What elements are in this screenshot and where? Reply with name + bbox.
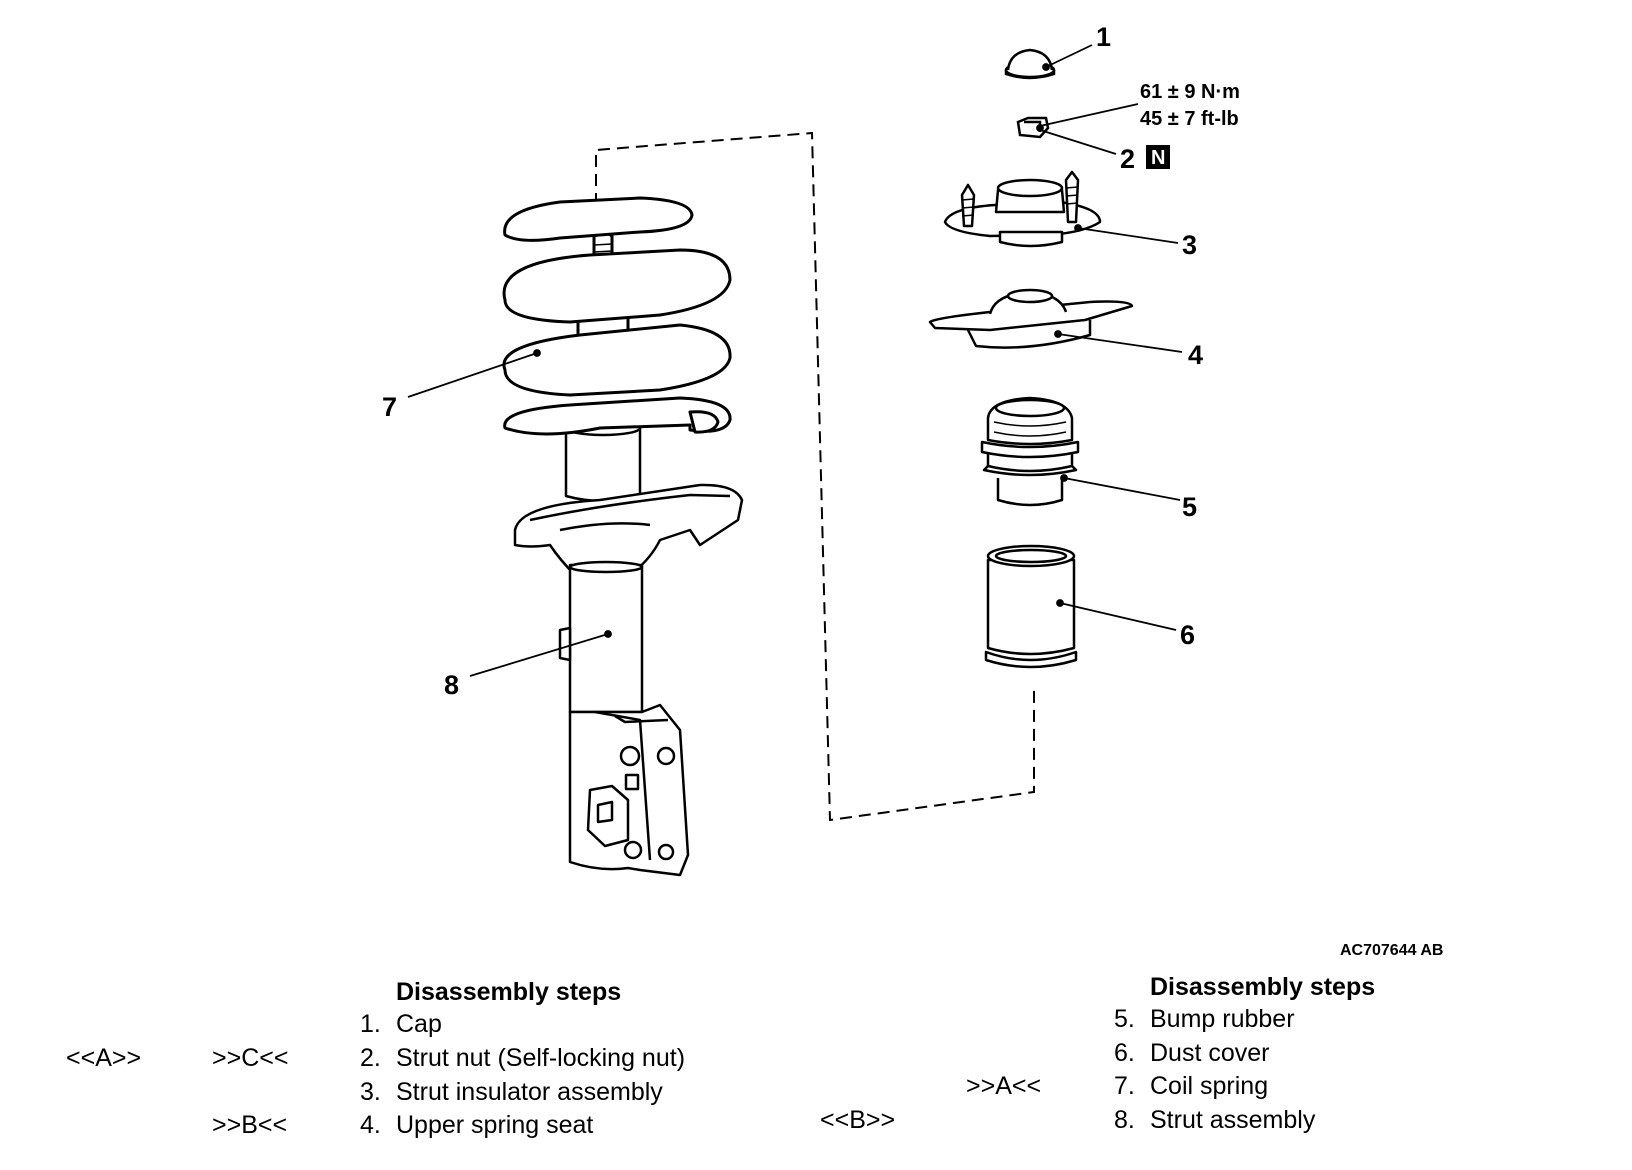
step-2-label: Strut nut (Self-locking nut) [396, 1044, 686, 1072]
step-8-ref-b: <<B>> [820, 1106, 896, 1134]
leader-lines [407, 44, 1183, 677]
step-7-label: Coil spring [1150, 1072, 1269, 1100]
step-4-ref-b: >>B<< [212, 1111, 288, 1139]
assembly-guide-path [595, 131, 1035, 822]
upper-spring-seat-part [928, 288, 1134, 349]
step-2-ref-a: <<A>> [66, 1044, 142, 1072]
callout-7: 7 [382, 392, 397, 422]
step-3-label: Strut insulator assembly [396, 1078, 663, 1106]
figure-id: AC707644 AB [1340, 942, 1443, 959]
callout-8: 8 [444, 670, 459, 700]
step-3-num: 3. [360, 1078, 381, 1106]
torque-imperial: 45 ± 7 ft-lb [1140, 108, 1239, 130]
step-6-label: Dust cover [1150, 1039, 1270, 1067]
coil-spring-part [502, 196, 732, 436]
step-2-ref-c: >>C<< [212, 1044, 289, 1072]
steps-left-title: Disassembly steps [396, 978, 622, 1006]
n-badge [1146, 145, 1170, 169]
steps-right-title: Disassembly steps [1150, 973, 1376, 1001]
cap-part [1004, 48, 1056, 80]
step-8-label: Strut assembly [1150, 1106, 1316, 1134]
strut-nut-part [1016, 116, 1050, 139]
bump-rubber-part [980, 396, 1080, 507]
dust-cover-part [984, 544, 1078, 669]
step-7-ref-a: >>A<< [966, 1072, 1042, 1100]
callout-2: 2 [1120, 144, 1135, 174]
step-6-num: 6. [1114, 1039, 1135, 1067]
callout-5: 5 [1182, 492, 1197, 522]
callout-3: 3 [1182, 230, 1197, 260]
step-2-num: 2. [360, 1044, 381, 1072]
torque-metric: 61 ± 9 N·m [1140, 81, 1240, 103]
step-1-label: Cap [396, 1010, 442, 1038]
strut-assembly-part [513, 419, 744, 877]
n-badge-text: N [1151, 147, 1165, 169]
step-1-num: 1. [360, 1010, 381, 1038]
step-4-num: 4. [360, 1111, 381, 1139]
callout-4: 4 [1188, 340, 1203, 370]
callout-6: 6 [1180, 620, 1195, 650]
step-5-num: 5. [1114, 1005, 1135, 1033]
step-8-num: 8. [1114, 1106, 1135, 1134]
step-4-label: Upper spring seat [396, 1111, 594, 1139]
strut-insulator-part [943, 170, 1102, 248]
callout-1: 1 [1096, 22, 1111, 52]
step-7-num: 7. [1114, 1072, 1135, 1100]
step-5-label: Bump rubber [1150, 1005, 1295, 1033]
